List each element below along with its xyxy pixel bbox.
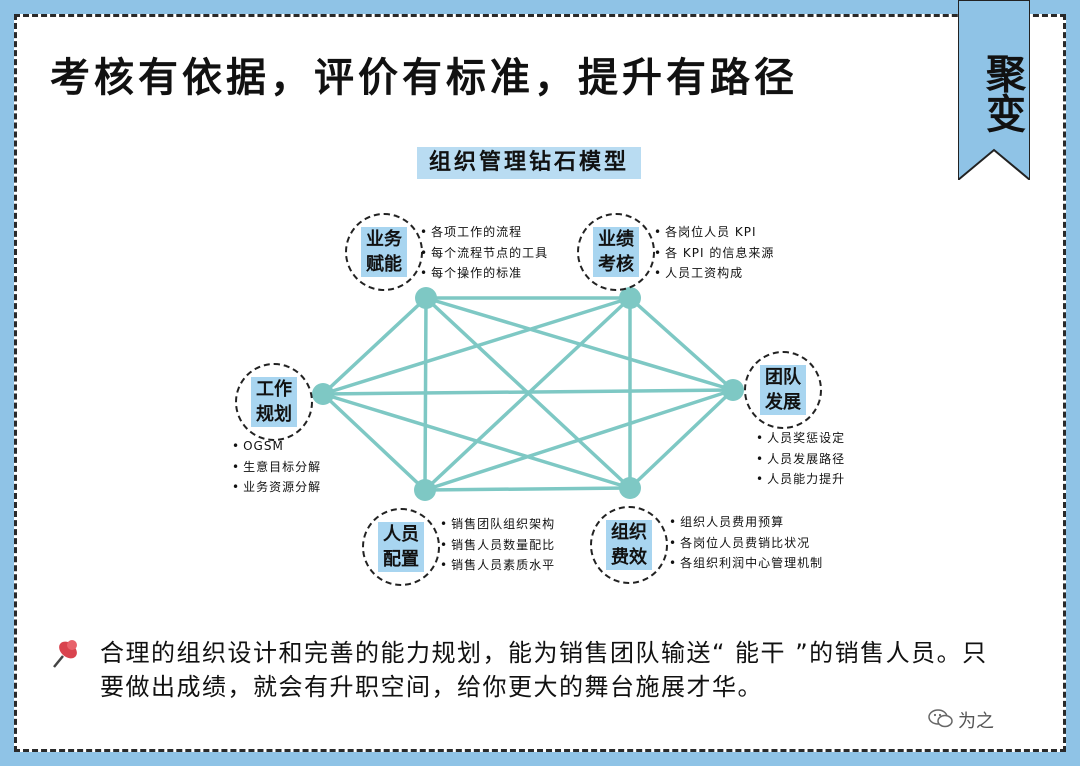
edge-ops-plan: [321, 296, 428, 396]
bullet-item: 各岗位人员 KPI: [654, 222, 774, 243]
node-cost-label: 组织 费效: [606, 520, 652, 570]
node-staff-label: 人员 配置: [378, 522, 424, 572]
node-perf-label: 业绩 考核: [593, 227, 639, 277]
bullet-item: 人员发展路径: [756, 449, 845, 470]
bullet-item: 生意目标分解: [232, 457, 321, 478]
ribbon-bookmark: [958, 0, 1030, 180]
pushpin-icon: [53, 640, 77, 668]
edge-team-staff: [423, 388, 735, 492]
node-cost-bullets: 组织人员费用预算 各岗位人员费销比状况 各组织利润中心管理机制: [669, 512, 823, 574]
model-title: 组织管理钻石模型: [417, 147, 641, 179]
wechat-icon: [928, 709, 953, 728]
ribbon-text: 聚变: [979, 53, 1026, 133]
edge-team-cost: [628, 388, 735, 490]
watermark-text: 为之: [958, 711, 994, 732]
node-staff-circle: [362, 508, 440, 586]
bullet-item: OGSM: [232, 436, 321, 457]
bullet-item: 各岗位人员费销比状况: [669, 533, 823, 554]
node-team-bullets: 人员奖惩设定 人员发展路径 人员能力提升: [756, 428, 845, 490]
node-team-label: 团队 发展: [760, 365, 806, 415]
footer-text: 合理的组织设计和完善的能力规划，能为销售团队输送“ 能干 ”的销售人员。只要做出…: [100, 639, 988, 701]
bullet-item: 销售团队组织架构: [440, 514, 555, 535]
node-staff-bullets: 销售团队组织架构 销售人员数量配比 销售人员素质水平: [440, 514, 555, 576]
bullet-item: 各组织利润中心管理机制: [669, 553, 823, 574]
bullet-item: 业务资源分解: [232, 477, 321, 498]
bullet-item: 组织人员费用预算: [669, 512, 823, 533]
bullet-item: 人员奖惩设定: [756, 428, 845, 449]
bullet-item: 人员能力提升: [756, 469, 845, 490]
node-plan-bullets: OGSM 生意目标分解 业务资源分解: [232, 436, 321, 498]
edge-perf-plan: [321, 296, 632, 396]
vertex-cost: [619, 477, 641, 499]
edge-perf-team: [628, 296, 735, 392]
edge-plan-staff: [321, 392, 427, 492]
node-perf-bullets: 各岗位人员 KPI 各 KPI 的信息来源 人员工资构成: [654, 222, 774, 284]
edge-plan-cost: [321, 392, 632, 490]
edge-staff-cost: [423, 486, 632, 492]
vertex-ops: [415, 287, 437, 309]
vertex-team: [722, 379, 744, 401]
node-cost-circle: [590, 506, 668, 584]
bullet-item: 每个流程节点的工具: [420, 243, 548, 264]
node-plan-label: 工作 规划: [251, 377, 297, 427]
vertex-plan: [312, 383, 334, 405]
bullet-item: 每个操作的标准: [420, 263, 548, 284]
vertex-staff: [414, 479, 436, 501]
edge-plan-team: [321, 388, 735, 396]
vertex-perf: [619, 287, 641, 309]
bullet-item: 销售人员数量配比: [440, 535, 555, 556]
edge-perf-staff: [423, 296, 632, 492]
node-ops-bullets: 各项工作的流程 每个流程节点的工具 每个操作的标准: [420, 222, 548, 284]
bullet-item: 各项工作的流程: [420, 222, 548, 243]
bullet-item: 销售人员素质水平: [440, 555, 555, 576]
node-ops-label: 业务 赋能: [361, 227, 407, 277]
bullet-item: 各 KPI 的信息来源: [654, 243, 774, 264]
page-title: 考核有依据，评价有标准，提升有路径: [50, 55, 798, 101]
bullet-item: 人员工资构成: [654, 263, 774, 284]
